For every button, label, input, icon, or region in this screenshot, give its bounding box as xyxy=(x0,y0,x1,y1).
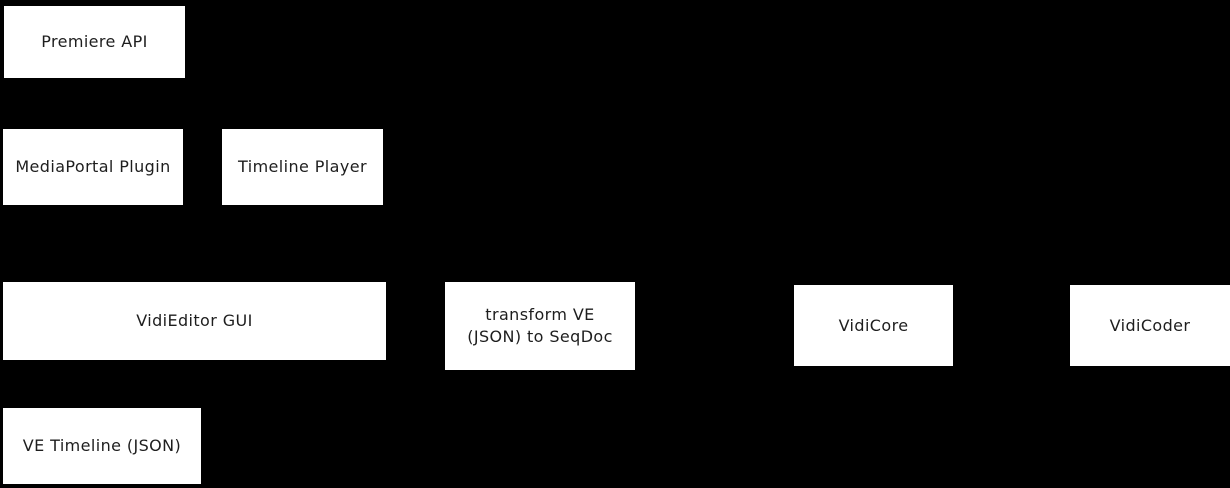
node-vidicore: VidiCore xyxy=(794,285,953,366)
node-transform-ve-json-to-seqdoc-label: transform VE (JSON) to SeqDoc xyxy=(467,305,613,346)
node-vidicoder-label: VidiCoder xyxy=(1109,315,1191,335)
node-mediaportal-plugin-label: MediaPortal Plugin xyxy=(15,157,171,177)
node-ve-timeline-json: VE Timeline (JSON) xyxy=(3,408,201,484)
node-premiere-api: Premiere API xyxy=(4,6,185,78)
node-premiere-api-label: Premiere API xyxy=(41,32,148,52)
node-timeline-player: Timeline Player xyxy=(222,129,383,205)
node-transform-ve-json-to-seqdoc: transform VE (JSON) to SeqDoc xyxy=(445,282,635,370)
node-timeline-player-label: Timeline Player xyxy=(238,157,367,177)
node-vidieditor-gui-label: VidiEditor GUI xyxy=(136,311,253,331)
node-vidieditor-gui: VidiEditor GUI xyxy=(3,282,386,360)
node-vidicoder: VidiCoder xyxy=(1070,285,1230,366)
node-ve-timeline-json-label: VE Timeline (JSON) xyxy=(22,436,182,456)
node-vidicore-label: VidiCore xyxy=(838,315,909,335)
node-mediaportal-plugin: MediaPortal Plugin xyxy=(3,129,183,205)
